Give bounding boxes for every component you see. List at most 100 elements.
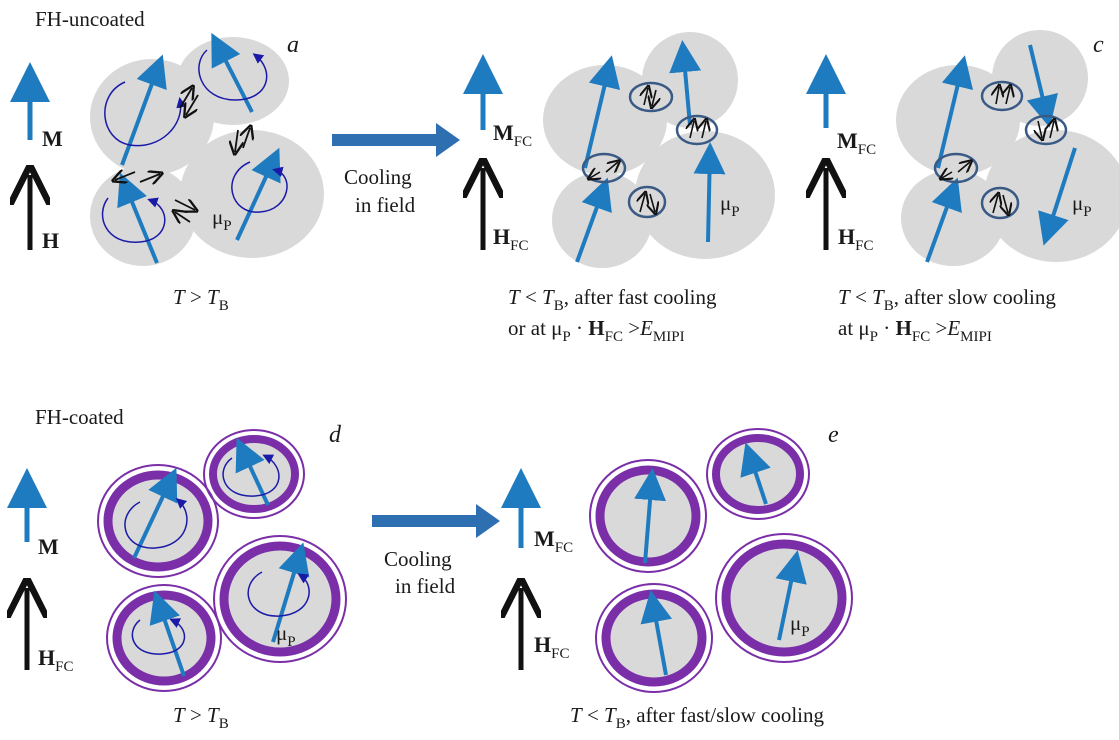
surface-spin-cluster bbox=[627, 185, 667, 219]
moment-arrow bbox=[132, 467, 178, 559]
particle bbox=[901, 170, 1005, 266]
surface-spin-cluster bbox=[675, 114, 719, 146]
moment-arrow bbox=[211, 32, 254, 113]
label-mu-p: μP bbox=[720, 191, 740, 220]
moment-arrow bbox=[149, 590, 186, 677]
surface-spin bbox=[650, 193, 655, 212]
panel-a: M H μP bbox=[9, 32, 324, 266]
precession-loop bbox=[231, 161, 288, 213]
caption-e: T < TB, after fast/slow cooling bbox=[570, 703, 825, 732]
precession-loop bbox=[198, 49, 268, 101]
process-arrow-top: Cooling in field bbox=[332, 123, 460, 217]
surface-spin-cluster bbox=[581, 152, 627, 184]
moment-arrow bbox=[1026, 44, 1058, 128]
surface-spin-cluster bbox=[980, 186, 1020, 220]
precession-loop bbox=[247, 571, 310, 617]
moment-arrow bbox=[634, 468, 667, 564]
surface-spin bbox=[996, 87, 999, 105]
label-mu-p: μP bbox=[276, 621, 296, 650]
moment-arrow bbox=[740, 442, 771, 505]
coated-particle bbox=[106, 584, 222, 692]
surface-spin bbox=[235, 129, 238, 152]
particle bbox=[984, 130, 1119, 262]
panel-letter-e: e bbox=[828, 422, 839, 448]
surface-spin-cluster bbox=[1024, 114, 1068, 146]
surface-spin bbox=[644, 88, 648, 106]
caption-b-line1: T < TB, after fast cooling bbox=[508, 285, 717, 314]
moment-arrow bbox=[693, 142, 726, 243]
surface-spin-cluster bbox=[933, 152, 979, 184]
surface-spin bbox=[175, 212, 191, 222]
panel-d: M HFC μP bbox=[6, 429, 347, 692]
panel-title-uncoated: FH-uncoated bbox=[35, 7, 145, 31]
label-H-fc: HFC bbox=[838, 224, 873, 254]
particle bbox=[180, 130, 324, 258]
particle bbox=[177, 37, 289, 125]
process-label-line2: in field bbox=[395, 574, 456, 598]
surface-spin bbox=[590, 172, 600, 178]
moment-arrow bbox=[117, 172, 159, 264]
surface-spin bbox=[115, 172, 136, 180]
surface-spin bbox=[702, 121, 706, 139]
particle bbox=[543, 65, 667, 175]
caption-c-line1: T < TB, after slow cooling bbox=[838, 285, 1056, 314]
process-label-line2: in field bbox=[355, 193, 416, 217]
surface-spin bbox=[174, 200, 195, 210]
surface-spin bbox=[652, 89, 656, 106]
label-mu-p: μP bbox=[790, 611, 810, 640]
precession-loop bbox=[222, 454, 280, 497]
coated-particle bbox=[715, 533, 853, 663]
surface-spin bbox=[179, 88, 192, 109]
label-H: H bbox=[42, 228, 59, 253]
surface-spin-cluster bbox=[980, 80, 1024, 112]
precession-loop bbox=[131, 618, 186, 655]
label-M-fc: MFC bbox=[837, 128, 876, 158]
label-H-fc: HFC bbox=[534, 632, 569, 662]
surface-spin bbox=[993, 195, 998, 214]
surface-spin bbox=[243, 128, 250, 149]
surface-spin bbox=[640, 194, 645, 213]
caption-d: T > TB bbox=[173, 703, 229, 732]
particle bbox=[552, 172, 652, 268]
panel-title-coated: FH-coated bbox=[35, 405, 124, 429]
label-H-fc: HFC bbox=[38, 645, 73, 675]
surface-spin bbox=[690, 121, 694, 139]
particle bbox=[992, 30, 1088, 126]
label-mu-p: μP bbox=[1072, 191, 1092, 220]
surface-spin bbox=[139, 174, 160, 182]
surface-spin bbox=[1003, 194, 1008, 213]
label-mu-p: μP bbox=[212, 205, 232, 234]
coated-particle bbox=[97, 464, 219, 578]
process-arrow-bottom: Cooling in field bbox=[372, 504, 500, 598]
precession-loop bbox=[101, 197, 166, 243]
moment-arrow bbox=[575, 177, 612, 263]
moment-arrow bbox=[583, 55, 621, 169]
moment-arrow bbox=[936, 55, 974, 169]
panel-letter-c: c bbox=[1093, 32, 1104, 58]
precession-loop bbox=[124, 498, 188, 549]
process-label-line1: Cooling bbox=[344, 165, 412, 189]
process-label-line1: Cooling bbox=[384, 547, 452, 571]
surface-spin bbox=[186, 94, 199, 115]
precession-loop bbox=[104, 81, 187, 147]
panel-b: MFC HFC μP bbox=[463, 32, 775, 268]
moment-arrow bbox=[1038, 147, 1077, 246]
surface-spin bbox=[1050, 121, 1054, 139]
surface-spin bbox=[1038, 120, 1042, 138]
moment-arrow bbox=[775, 550, 807, 641]
particle bbox=[896, 65, 1020, 175]
label-M-fc: MFC bbox=[534, 526, 573, 556]
surface-spin bbox=[605, 162, 618, 172]
label-M: M bbox=[38, 534, 59, 559]
moment-arrow bbox=[669, 40, 702, 126]
moment-arrow bbox=[271, 542, 310, 643]
surface-spin bbox=[1006, 87, 1010, 105]
panel-letter-d: d bbox=[329, 422, 342, 448]
caption-a: T > TB bbox=[173, 285, 229, 314]
surface-spin bbox=[942, 172, 952, 178]
particle bbox=[642, 32, 738, 128]
moment-arrow bbox=[925, 177, 962, 263]
particle bbox=[635, 131, 775, 259]
surface-spin bbox=[957, 162, 970, 172]
